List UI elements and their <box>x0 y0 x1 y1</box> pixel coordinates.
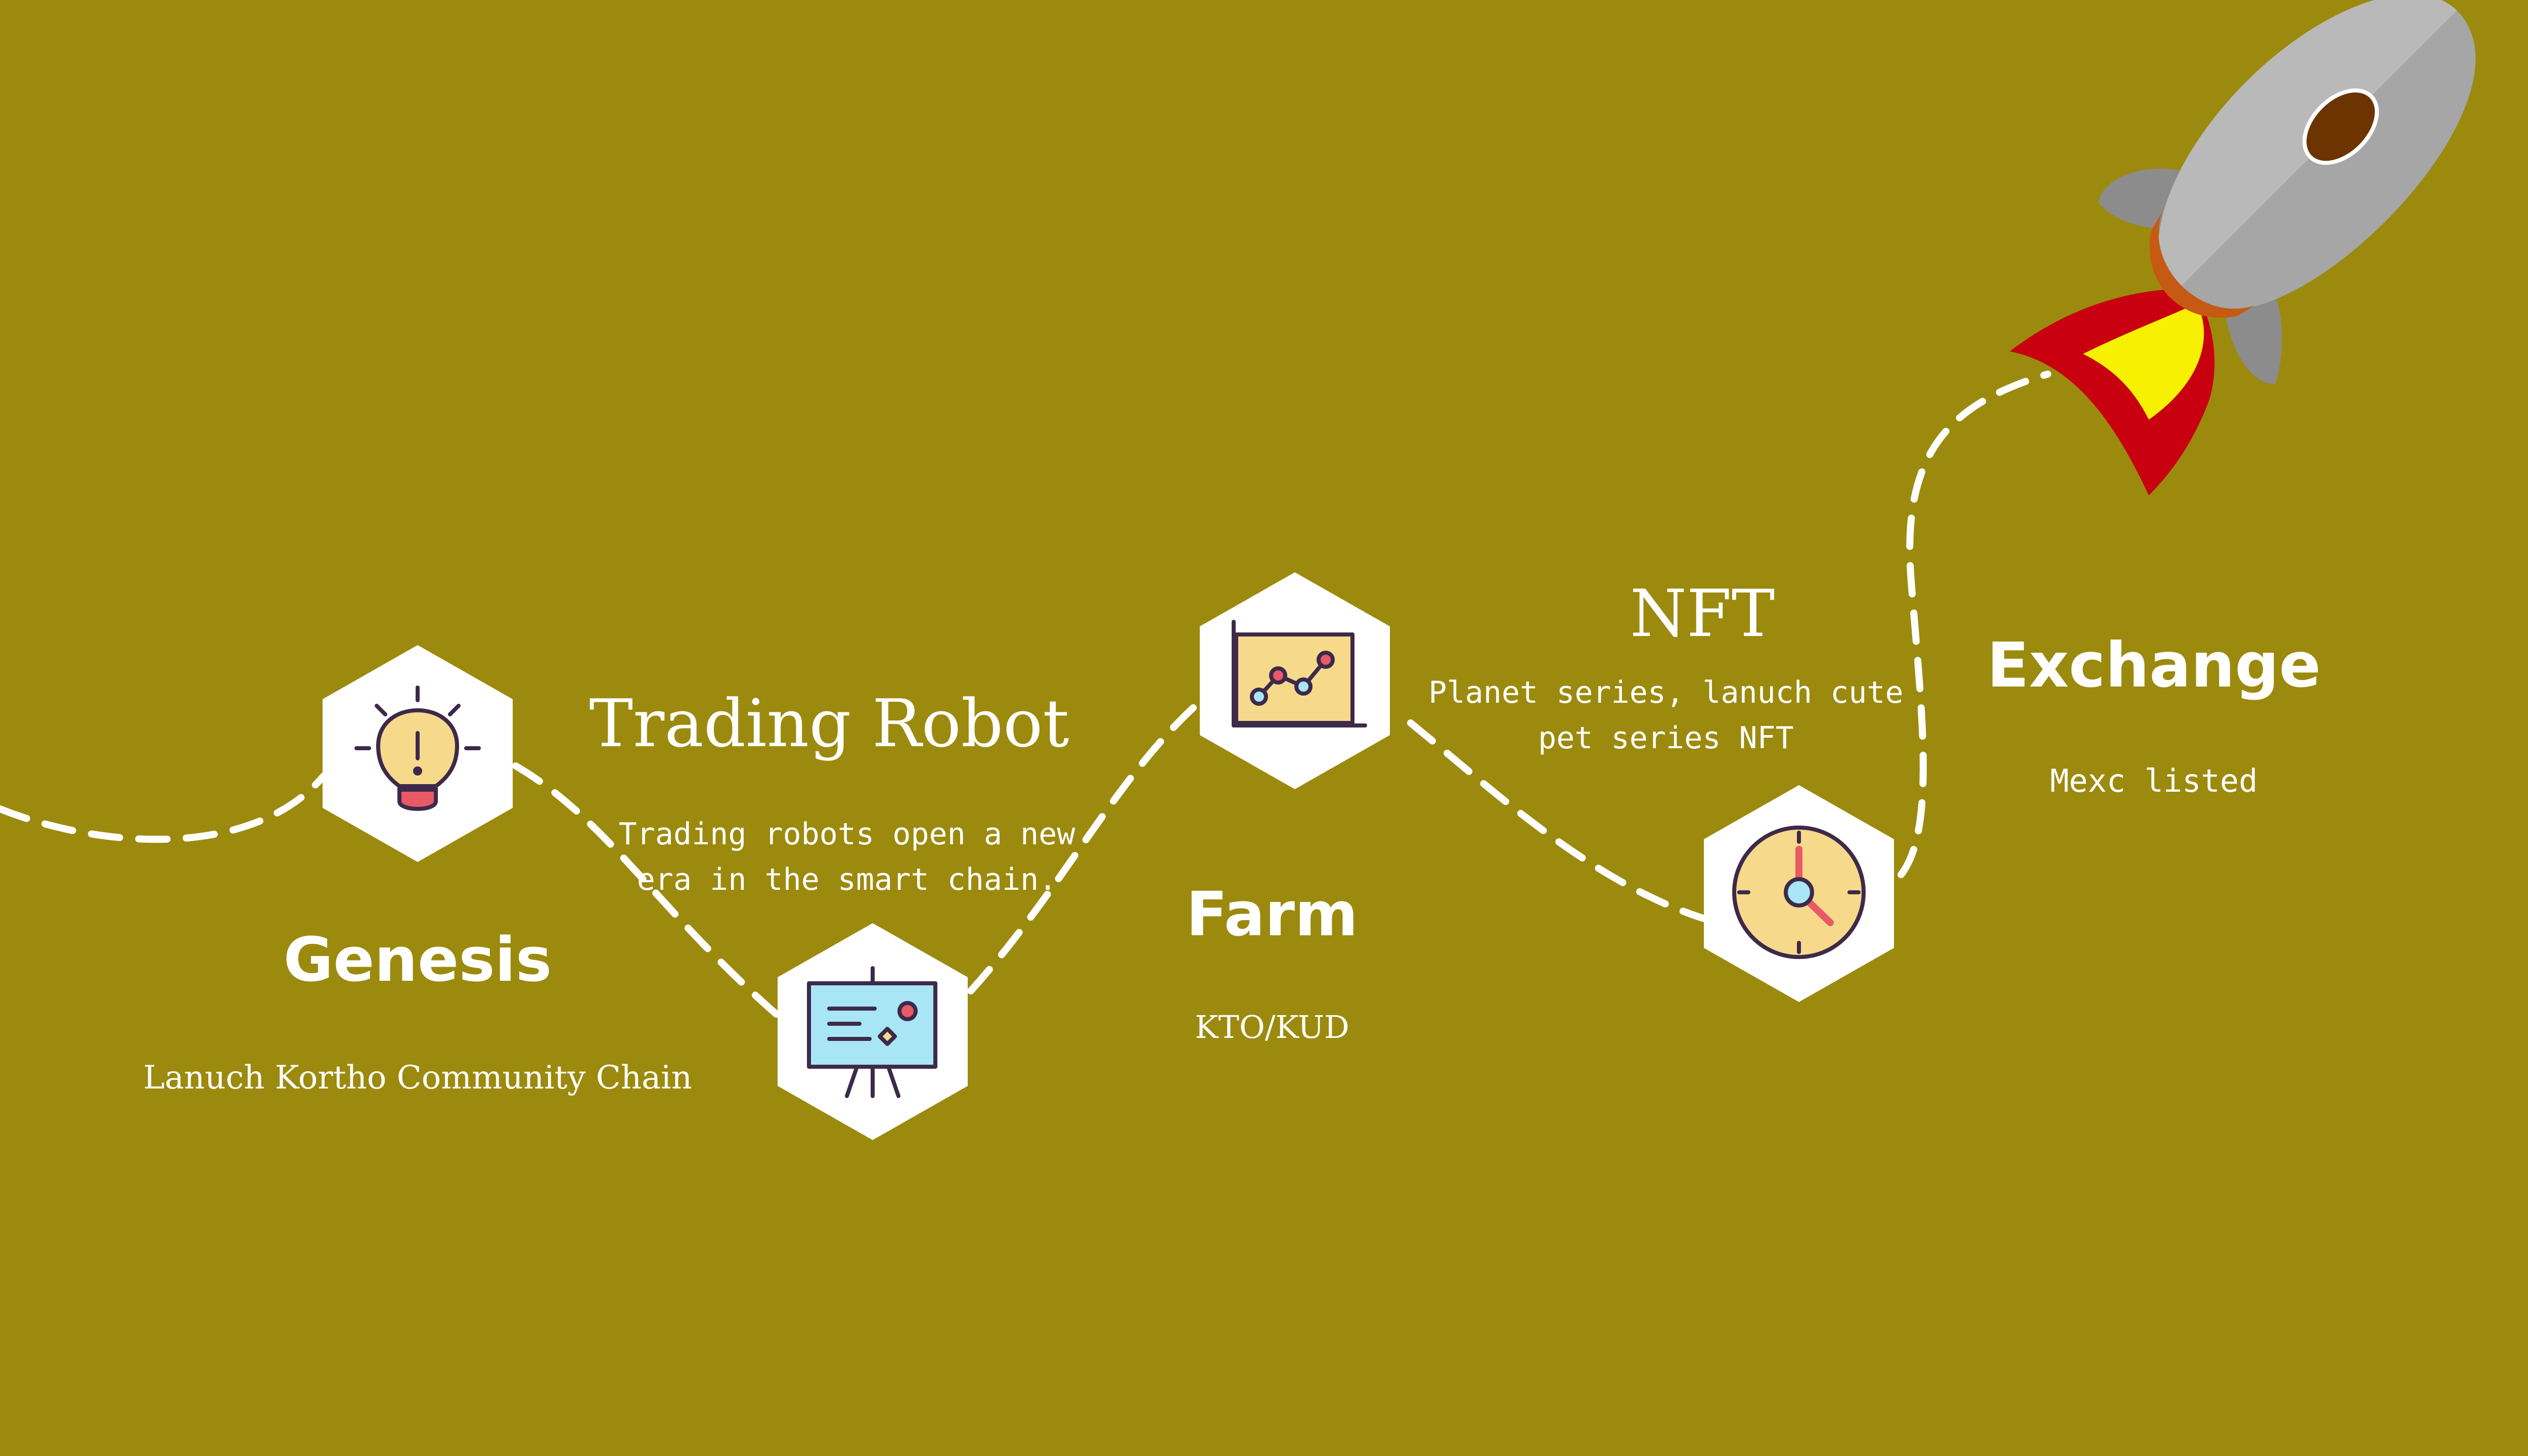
clock-icon <box>1732 826 1866 959</box>
nft-description-line-2: pet series NFT <box>1538 720 1794 756</box>
rocket-flame-inner <box>2083 303 2204 420</box>
nft-title: NFT <box>1630 576 1775 652</box>
rocket-icon <box>2010 0 2476 495</box>
farm-description: KTO/KUD <box>1195 1009 1349 1045</box>
trading-robot-description-line-2: era in the smart chain. <box>637 862 1057 897</box>
rocket-nozzle <box>2149 212 2255 318</box>
lightbulb-icon <box>354 686 481 811</box>
trading-robot-title: Trading Robot <box>589 685 1069 762</box>
rocket-window <box>2302 88 2379 165</box>
genesis-description: Lanuch Kortho Community Chain <box>143 1059 692 1097</box>
roadmap-path <box>0 371 2051 1020</box>
genesis-title: Genesis <box>283 925 552 995</box>
trading-robot-description-line-1: Trading robots open a new <box>618 816 1075 852</box>
exchange-description: Mexc listed <box>2050 762 2258 799</box>
farm-title: Farm <box>1186 880 1359 950</box>
presentation-board-icon <box>807 966 937 1098</box>
nft-description-line-1: Planet series, lanuch cute <box>1428 675 1904 710</box>
line-chart-icon <box>1232 620 1367 727</box>
exchange-title: Exchange <box>1987 629 2321 701</box>
